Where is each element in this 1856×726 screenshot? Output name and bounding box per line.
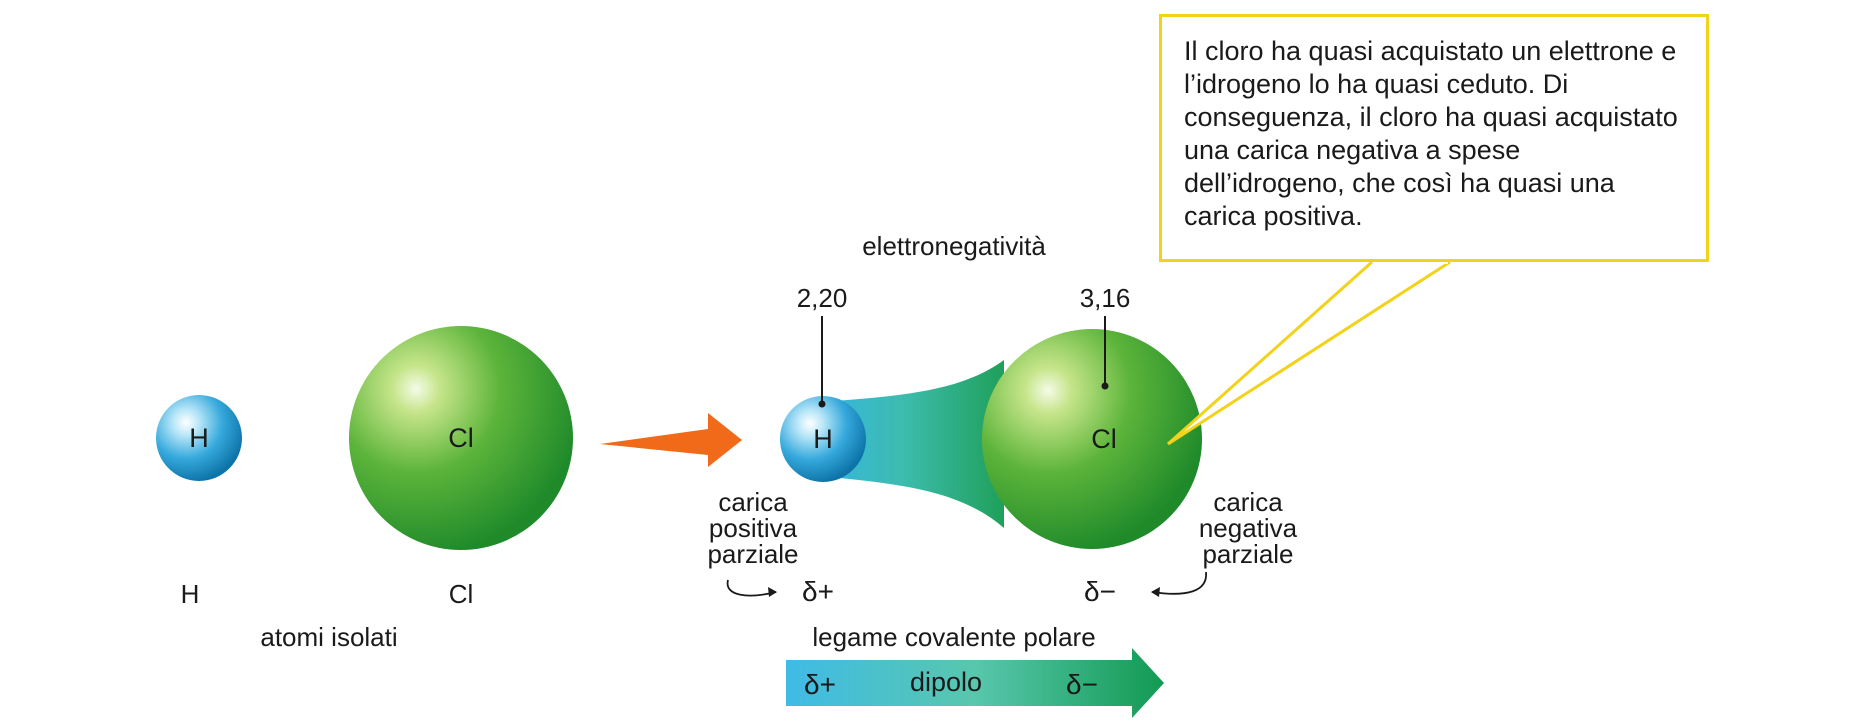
positive-label-line: positiva (708, 513, 798, 543)
cl-leader-dot (1101, 382, 1109, 390)
h-electronegativity-value: 2,20 (796, 283, 848, 313)
isolated-cl-symbol: Cl (448, 423, 474, 453)
dipole-plus-label: δ+ (804, 669, 836, 700)
isolated-h-symbol: H (189, 423, 209, 453)
positive-label-line: parziale (707, 539, 799, 569)
molecule-h-symbol: H (813, 424, 833, 454)
isolated-atoms-caption: atomi isolati (260, 622, 398, 652)
negative-partial-charge-label: carica negativa parziale (1199, 489, 1297, 567)
molecule-chlorine-atom (982, 329, 1202, 549)
h-leader-dot (818, 400, 826, 408)
polar-covalent-bond-caption: legame covalente polare (812, 622, 1096, 652)
bond-electron-cloud (820, 360, 1004, 528)
dipole-minus-label: δ− (1066, 669, 1098, 700)
negative-label-line: parziale (1202, 539, 1294, 569)
electronegativity-title: elettronegatività (862, 231, 1046, 261)
explanation-callout: Il cloro ha quasi acquistato un elettron… (1159, 14, 1709, 262)
dipole-label: dipolo (910, 667, 983, 697)
callout-pointer (1167, 260, 1451, 446)
isolated-cl-label: Cl (448, 579, 474, 609)
positive-charge-pointer (726, 579, 777, 597)
molecule-cl-symbol: Cl (1091, 424, 1117, 454)
positive-charge-pointer-head (768, 587, 777, 597)
positive-partial-charge-label: carica positiva parziale (707, 489, 798, 567)
delta-minus-symbol: δ− (1084, 576, 1116, 607)
isolated-hydrogen-atom (156, 395, 242, 481)
cl-electronegativity-value: 3,16 (1079, 283, 1131, 313)
negative-label-line: negativa (1198, 513, 1298, 543)
positive-label-line: carica (718, 487, 788, 517)
isolated-chlorine-atom (349, 326, 573, 550)
callout-text: Il cloro ha quasi acquistato un elettron… (1184, 36, 1678, 231)
negative-label-line: carica (1213, 487, 1283, 517)
molecule-hydrogen-atom (780, 396, 866, 482)
negative-charge-pointer-head (1151, 587, 1160, 597)
isolated-h-label: H (180, 579, 200, 609)
reaction-arrow (600, 413, 742, 467)
dipole-arrow (786, 648, 1164, 718)
delta-plus-symbol: δ+ (802, 576, 834, 607)
negative-charge-pointer (1151, 571, 1207, 595)
